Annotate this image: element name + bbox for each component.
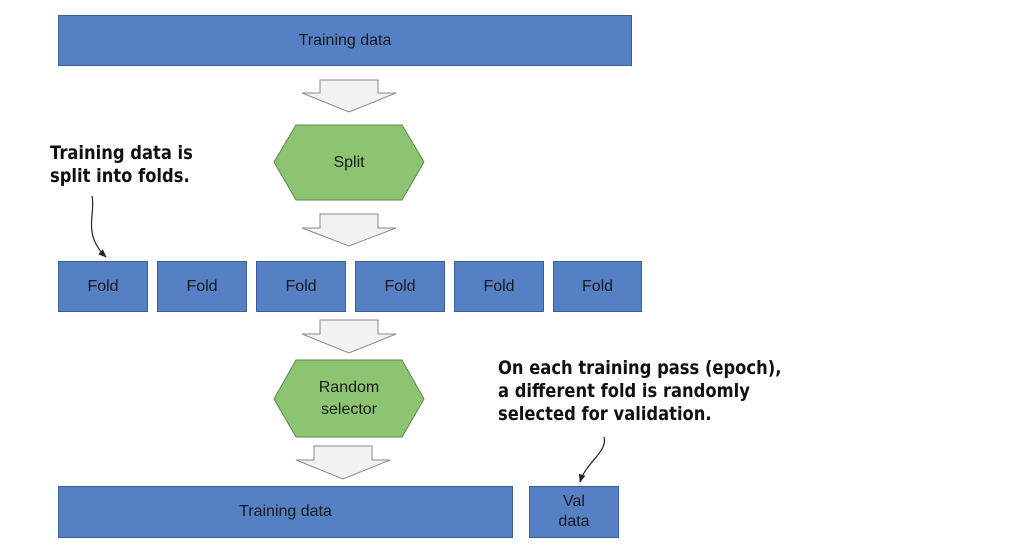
fold-box: Fold <box>256 261 346 312</box>
val-data-box: Val data <box>529 486 619 538</box>
annotation-right-pointer <box>578 436 605 483</box>
fold-box: Fold <box>454 261 544 312</box>
fold-label: Fold <box>186 277 218 295</box>
fold-label: Fold <box>87 277 119 295</box>
training-data-label-top: Training data <box>298 31 392 49</box>
fold-box: Fold <box>157 261 247 312</box>
training-data-box-bottom: Training data <box>58 486 513 538</box>
fold-box: Fold <box>553 261 642 312</box>
random-selector-line2: selector <box>320 400 378 418</box>
annotation-right: On each training pass (epoch), a differe… <box>498 357 781 426</box>
split-hexagon <box>273 124 425 201</box>
fold-box: Fold <box>355 261 445 312</box>
fold-label: Fold <box>384 277 416 295</box>
split-label: Split <box>333 153 365 171</box>
fold-box: Fold <box>58 261 148 312</box>
val-data-line1: Val <box>563 493 585 510</box>
annotation-left-line2: split into folds. <box>50 165 190 187</box>
training-data-box-top: Training data <box>58 15 632 66</box>
selector-hexagon <box>273 359 425 438</box>
annotation-right-line1: On each training pass (epoch), <box>498 357 782 379</box>
annotation-right-line3: selected for validation. <box>498 403 712 425</box>
random-selector-line1: Random <box>318 378 380 396</box>
fold-label: Fold <box>285 277 317 295</box>
split-step: Split <box>274 125 424 200</box>
down-arrow-4 <box>295 445 391 480</box>
annotation-left-pointer <box>90 195 107 258</box>
annotation-right-line2: a different fold is randomly <box>498 380 750 402</box>
random-selector-step: Random selector <box>274 360 424 437</box>
annotation-left: Training data is split into folds. <box>50 142 193 188</box>
down-arrow-1 <box>301 79 397 113</box>
down-arrow-2 <box>301 213 397 247</box>
fold-label: Fold <box>581 277 614 295</box>
fold-label: Fold <box>483 277 515 295</box>
annotation-left-line1: Training data is <box>50 142 193 164</box>
down-arrow-3 <box>301 319 397 354</box>
val-data-line2: data <box>558 513 590 530</box>
training-data-label-bottom: Training data <box>239 503 332 520</box>
